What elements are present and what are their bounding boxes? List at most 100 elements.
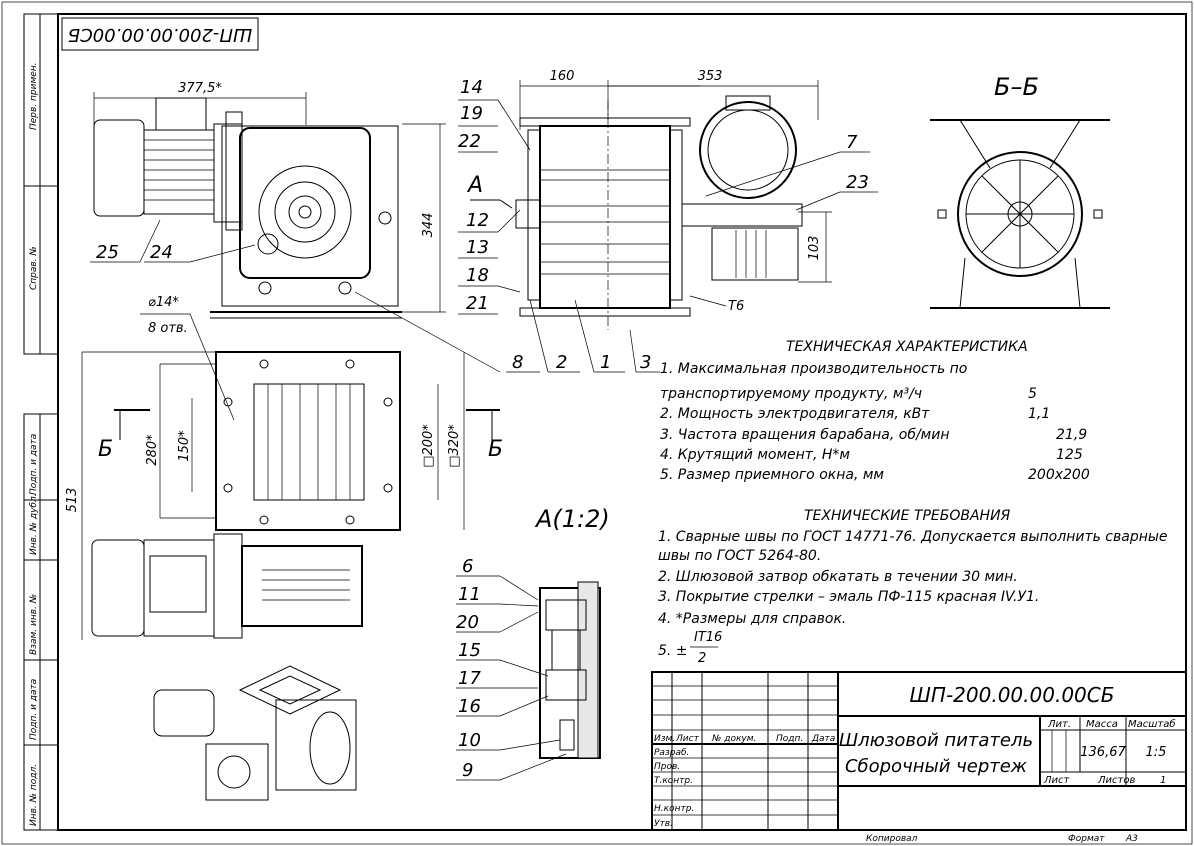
hole-count: 8 отв. [148, 321, 188, 336]
section-bb: Б–Б [930, 73, 1110, 309]
tech-char-row-0-label: 1. Максимальная производительность по [660, 361, 967, 377]
tech-char-row-2-value: 1,1 [1028, 406, 1050, 422]
dim-513: 513 [65, 488, 80, 513]
dim-320: □320* [447, 424, 462, 468]
sheets-value: 1 [1160, 775, 1166, 786]
callout-13: 13 [466, 237, 489, 258]
callout-10: 10 [458, 730, 481, 751]
tech-req-line-5: 5. ± [658, 643, 688, 659]
tech-req-title: ТЕХНИЧЕСКИЕ ТРЕБОВАНИЯ [804, 508, 1011, 524]
dim-height-front: 344 [421, 213, 436, 238]
side-view: 160 353 103 T6 А [466, 69, 832, 330]
tech-req-line-2: 2. Шлюзовой затвор обкатать в течении 30… [658, 569, 1018, 585]
scale-label: Масштаб [1128, 718, 1176, 730]
plan-view: 280* 150* □200* □320* 513 ⌀14* 8 отв. Б … [65, 295, 503, 640]
callout-18: 18 [466, 265, 489, 286]
side-label-1: Справ. № [29, 246, 39, 290]
dim-280: 280* [145, 434, 160, 466]
dim-353: 353 [698, 69, 723, 84]
side-label-0: Перв. примен. [29, 62, 39, 130]
role-developer: Разраб. [654, 748, 689, 758]
tech-char-row-3-label: 3. Частота вращения барабана, об/мин [660, 427, 949, 443]
front-view: 377,5* 344 25 [90, 81, 446, 319]
tech-characteristics: ТЕХНИЧЕСКАЯ ХАРАКТЕРИСТИКА 1. Максимальн… [660, 339, 1090, 483]
role-tech-control: Т.контр. [654, 776, 693, 786]
side-label-3: Инв. № дубл. [29, 493, 39, 555]
side-stamp: Перв. примен. Справ. № Подп. и дата Инв.… [23, 13, 59, 831]
callout-25: 25 [96, 242, 119, 263]
dim-width-front: 377,5* [178, 81, 222, 96]
section-mark-left: Б [98, 437, 113, 462]
callout-24: 24 [150, 242, 173, 263]
callout-12: 12 [466, 210, 489, 231]
tech-char-title: ТЕХНИЧЕСКАЯ ХАРАКТЕРИСТИКА [786, 339, 1028, 355]
view-a-mark: А [466, 173, 483, 198]
tolerance-numerator: IT16 [694, 630, 722, 645]
role-norm-control: Н.контр. [654, 804, 694, 814]
callout-17: 17 [458, 668, 481, 689]
tech-char-row-4-value: 125 [1056, 447, 1083, 463]
mass-label: Масса [1086, 719, 1118, 730]
callout-14: 14 [460, 77, 483, 98]
dim-t6: T6 [728, 299, 744, 314]
format-label: Формат [1068, 834, 1105, 844]
callout-23: 23 [846, 172, 869, 193]
isometric-view [153, 665, 357, 801]
col-izm: Изм. [654, 734, 675, 744]
title-name-line2: Сборочный чертеж [845, 756, 1028, 777]
title-block-code: ШП-200.00.00.00СБ [910, 683, 1115, 707]
inverted-code-box: ШП-200.00.00.00СБ [61, 17, 259, 51]
role-approved: Утв. [654, 819, 673, 829]
lit-label: Лит. [1047, 719, 1071, 730]
mass-value: 136,67 [1080, 745, 1126, 760]
drawing-frame [57, 13, 1187, 831]
dim-103: 103 [807, 236, 822, 261]
sheet-label: Лист [1043, 775, 1071, 786]
col-sign: Подп. [776, 734, 803, 744]
format-value: А3 [1125, 834, 1138, 844]
detail-a-title: А(1:2) [534, 505, 610, 533]
callout-3: 3 [640, 352, 651, 373]
tech-req-line-1: швы по ГОСТ 5264-80. [658, 548, 821, 564]
callout-21: 21 [466, 293, 489, 314]
copied-label: Копировал [866, 834, 918, 844]
tech-req-line-0: 1. Сварные швы по ГОСТ 14771-76. Допуска… [658, 529, 1168, 545]
callout-7: 7 [846, 132, 858, 153]
side-label-4: Взам. инв. № [29, 594, 39, 655]
callout-6: 6 [462, 556, 473, 577]
callout-22: 22 [458, 131, 481, 152]
callout-11: 11 [458, 584, 481, 605]
detail-a: А(1:2) 6 11 20 15 17 16 10 9 [456, 505, 610, 781]
hole-diameter: ⌀14* [148, 295, 179, 310]
tech-req-line-4: 4. *Размеры для справок. [658, 611, 846, 627]
tech-requirements: ТЕХНИЧЕСКИЕ ТРЕБОВАНИЯ 1. Сварные швы по… [658, 508, 1168, 666]
dim-160: 160 [550, 69, 575, 84]
tech-char-row-4-label: 4. Крутящий момент, Н*м [660, 447, 850, 463]
side-callouts: 14 19 22 12 13 18 21 8 2 1 3 7 23 [354, 77, 878, 373]
tech-char-row-1-value: 5 [1028, 386, 1037, 402]
callout-16: 16 [458, 696, 481, 717]
col-date: Дата [811, 734, 835, 744]
title-name-line1: Шлюзовой питатель [839, 730, 1033, 751]
inverted-code: ШП-200.00.00.00СБ [68, 24, 252, 45]
tolerance-denominator: 2 [698, 651, 706, 666]
tech-req-line-3: 3. Покрытие стрелки – эмаль ПФ-115 красн… [658, 589, 1039, 605]
col-list: Лист [675, 734, 700, 744]
callout-15: 15 [458, 640, 481, 661]
role-checker: Пров. [654, 762, 680, 772]
scale-value: 1:5 [1146, 745, 1167, 760]
col-doc: № докум. [711, 734, 756, 744]
callout-20: 20 [456, 612, 479, 633]
side-label-2: Подп. и дата [29, 434, 39, 495]
tech-char-row-1-label: транспортируемому продукту, м³/ч [660, 386, 922, 402]
tech-char-row-5-label: 5. Размер приемного окна, мм [660, 467, 884, 483]
callout-9: 9 [462, 760, 473, 781]
callout-8: 8 [512, 352, 523, 373]
side-label-5: Подп. и дата [29, 679, 39, 740]
dim-200: □200* [421, 424, 436, 468]
tech-char-row-5-value: 200х200 [1028, 467, 1090, 483]
bottom-view [91, 533, 363, 639]
tech-char-row-2-label: 2. Мощность электродвигателя, кВт [660, 406, 930, 422]
